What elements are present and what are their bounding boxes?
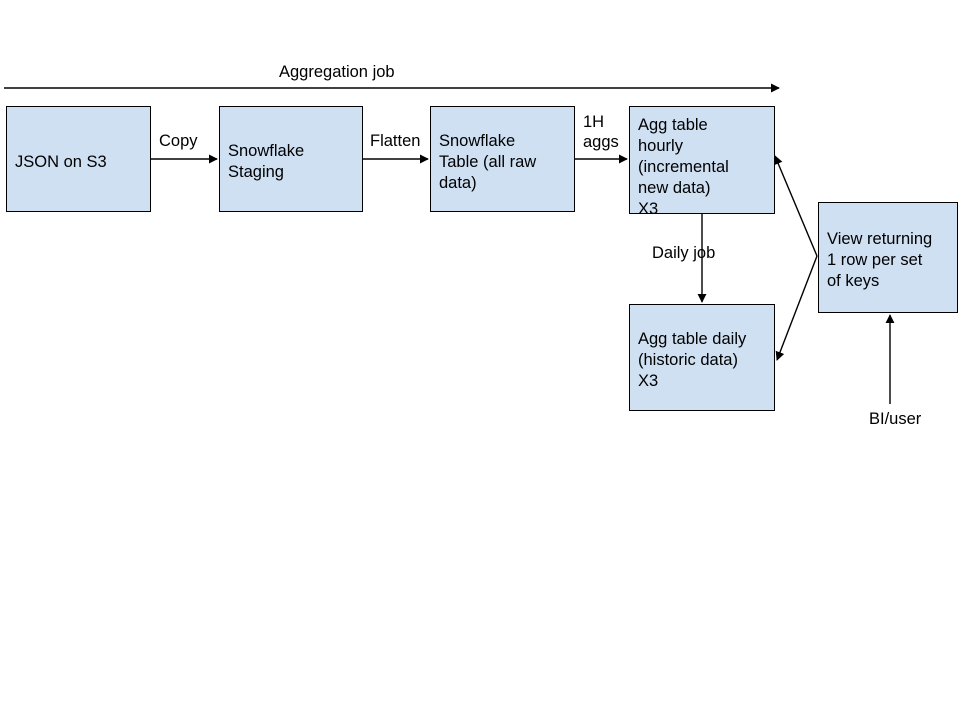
node-agg-table-daily[interactable]: Agg table daily (historic data) X3 (629, 304, 775, 411)
node-snowflake-staging[interactable]: Snowflake Staging (219, 106, 363, 212)
node-agg-table-daily-label: Agg table daily (historic data) X3 (638, 330, 747, 390)
node-snowflake-table[interactable]: Snowflake Table (all raw data) (430, 106, 575, 212)
node-json-on-s3-label: JSON on S3 (15, 152, 107, 171)
edge-label-1h-aggs: 1H aggs (583, 113, 619, 151)
edge-view-to-agg-daily (775, 255, 818, 361)
edge-view-to-agg-hourly (773, 155, 818, 257)
edge-label-copy: Copy (159, 132, 198, 150)
node-snowflake-staging-label: Snowflake Staging (228, 142, 305, 181)
node-view-returning-label: View returning 1 row per set of keys (827, 230, 933, 290)
edge-label-flatten: Flatten (370, 132, 421, 150)
node-agg-table-hourly-label: Agg table hourly (incremental new data) … (638, 116, 729, 218)
diagram-title: Aggregation job (279, 63, 395, 81)
caption-bi-user: BI/user (869, 410, 922, 428)
node-json-on-s3[interactable]: JSON on S3 (6, 106, 151, 212)
node-agg-table-hourly[interactable]: Agg table hourly (incremental new data) … (629, 106, 775, 218)
edge-label-daily-job: Daily job (652, 244, 716, 262)
node-snowflake-table-label: Snowflake Table (all raw data) (439, 131, 537, 192)
node-view-returning[interactable]: View returning 1 row per set of keys (818, 202, 958, 313)
